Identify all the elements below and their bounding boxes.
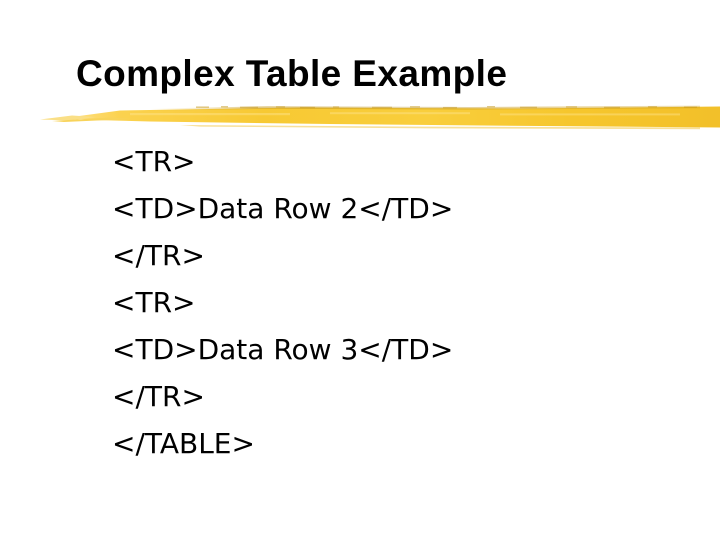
code-line: <TD>Data Row 2</TD> <box>112 192 454 225</box>
brushstroke-icon <box>40 105 720 130</box>
code-line: <TR> <box>112 145 196 178</box>
brushstroke-left-taper-b <box>52 117 132 122</box>
code-line: </TABLE> <box>112 427 255 460</box>
brushstroke-speckles <box>196 106 697 109</box>
brushstroke-left-taper-a <box>40 115 96 121</box>
brushstroke-bottom-fray <box>180 125 700 130</box>
code-line: </TR> <box>112 380 205 413</box>
yellow-brushstroke-divider <box>0 98 720 136</box>
brushstroke-highlights <box>130 112 680 116</box>
code-line: </TR> <box>112 239 205 272</box>
title-block: Complex Table Example <box>0 52 720 102</box>
brushstroke-top-texture <box>150 105 700 111</box>
page-title: Complex Table Example <box>76 53 508 94</box>
brushstroke-body <box>68 106 720 128</box>
code-line: <TR> <box>112 286 196 319</box>
code-line: <TD>Data Row 3</TD> <box>112 333 454 366</box>
body-text-block: <TR> <TD>Data Row 2</TD> </TR> <TR> <TD>… <box>112 138 712 467</box>
